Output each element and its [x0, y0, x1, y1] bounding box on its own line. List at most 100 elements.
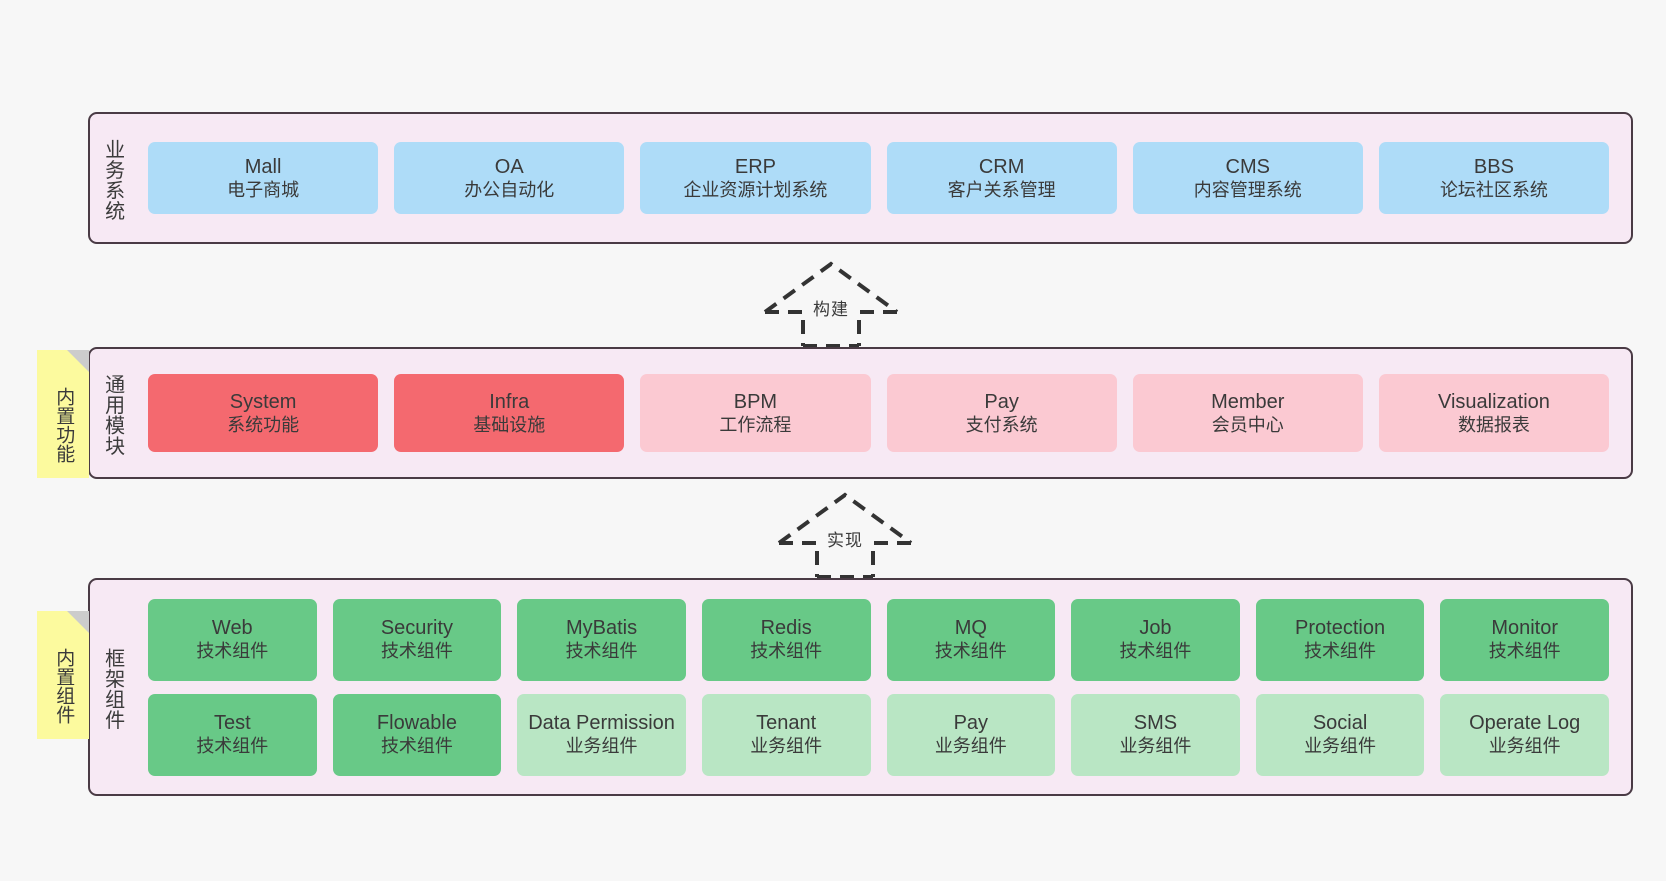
- arrow-build: 构建: [757, 258, 905, 348]
- item-en-label: OA: [494, 155, 524, 178]
- dashed-up-arrow-icon: [763, 261, 899, 348]
- common-item-infra[interactable]: Infra 基础设施: [394, 374, 625, 452]
- item-cn-label: 会员中心: [1211, 414, 1284, 435]
- note-label: 内置组件: [53, 648, 75, 724]
- layer-framework-component: 框架组件 Web 技术组件 Security 技术组件 MyBatis 技术组件…: [88, 578, 1633, 796]
- item-en-label: Flowable: [376, 712, 457, 735]
- item-en-label: BPM: [733, 390, 778, 413]
- arrow-implement-label: 实现: [827, 531, 863, 550]
- item-cn-label: 系统功能: [227, 414, 300, 435]
- item-en-label: Monitor: [1491, 617, 1559, 640]
- framework-item-redis[interactable]: Redis 技术组件: [701, 598, 871, 681]
- item-en-label: Infra: [489, 390, 530, 413]
- business-item-bbs[interactable]: BBS 论坛社区系统: [1378, 142, 1610, 214]
- business-item-oa[interactable]: OA 办公自动化: [394, 142, 625, 214]
- item-cn-label: 技术组件: [1488, 641, 1561, 662]
- note-builtin-component: 内置组件: [37, 611, 89, 739]
- item-cn-label: 客户关系管理: [947, 179, 1056, 200]
- common-item-pay[interactable]: Pay 支付系统: [886, 374, 1117, 452]
- item-cn-label: 业务组件: [934, 736, 1007, 757]
- item-cn-label: 基础设施: [473, 414, 546, 435]
- business-item-mall[interactable]: Mall 电子商城: [148, 142, 379, 214]
- layer-business-title: 业务系统: [101, 139, 124, 221]
- business-item-crm[interactable]: CRM 客户关系管理: [886, 142, 1117, 214]
- item-en-label: SMS: [1133, 712, 1178, 735]
- framework-item-social[interactable]: Social 业务组件: [1255, 693, 1425, 776]
- item-cn-label: 支付系统: [965, 414, 1038, 435]
- item-cn-label: 业务组件: [1119, 736, 1192, 757]
- framework-item-data-permission[interactable]: Data Permission 业务组件: [517, 693, 686, 776]
- item-cn-label: 技术组件: [196, 736, 269, 757]
- item-en-label: Social: [1312, 712, 1368, 735]
- item-cn-label: 技术组件: [196, 641, 269, 662]
- item-en-label: Operate Log: [1469, 712, 1581, 735]
- item-cn-label: 技术组件: [1119, 641, 1192, 662]
- framework-row-business: Test 技术组件 Flowable 技术组件 Data Permission …: [140, 693, 1617, 776]
- item-en-label: ERP: [734, 155, 776, 178]
- layer-business-body: Mall 电子商城 OA 办公自动化 ERP 企业资源计划系统 CRM 客户关系…: [134, 114, 1631, 242]
- item-en-label: Test: [213, 712, 251, 735]
- framework-item-operate-log[interactable]: Operate Log 业务组件: [1440, 693, 1609, 776]
- item-cn-label: 办公自动化: [464, 179, 555, 200]
- common-item-visualization[interactable]: Visualization 数据报表: [1378, 374, 1610, 452]
- framework-item-tenant[interactable]: Tenant 业务组件: [701, 693, 871, 776]
- dashed-up-arrow-icon: [777, 492, 913, 579]
- framework-item-mq[interactable]: MQ 技术组件: [886, 598, 1056, 681]
- item-en-label: Data Permission: [528, 712, 675, 735]
- item-en-label: Protection: [1295, 617, 1386, 640]
- item-cn-label: 技术组件: [1304, 641, 1377, 662]
- item-cn-label: 业务组件: [750, 736, 823, 757]
- note-label: 内置功能: [53, 387, 75, 463]
- item-cn-label: 业务组件: [1304, 736, 1377, 757]
- layer-common-module: 通用模块 System 系统功能 Infra 基础设施 BPM 工作流程 Pay…: [88, 347, 1633, 479]
- item-en-label: Member: [1211, 390, 1285, 413]
- item-en-label: MyBatis: [566, 617, 638, 640]
- common-item-system[interactable]: System 系统功能: [148, 374, 379, 452]
- item-en-label: Mall: [244, 155, 282, 178]
- layer-business-system: 业务系统 Mall 电子商城 OA 办公自动化 ERP 企业资源计划系统 CRM…: [88, 112, 1633, 244]
- framework-item-protection[interactable]: Protection 技术组件: [1255, 598, 1425, 681]
- layer-framework-title: 框架组件: [101, 648, 124, 730]
- item-cn-label: 技术组件: [750, 641, 823, 662]
- item-cn-label: 业务组件: [1488, 736, 1561, 757]
- framework-item-mybatis[interactable]: MyBatis 技术组件: [517, 598, 686, 681]
- note-fold-corner-icon: [67, 350, 89, 372]
- item-en-label: BBS: [1473, 155, 1514, 178]
- framework-item-job[interactable]: Job 技术组件: [1071, 598, 1240, 681]
- business-row: Mall 电子商城 OA 办公自动化 ERP 企业资源计划系统 CRM 客户关系…: [140, 142, 1617, 214]
- item-en-label: Visualization: [1437, 390, 1550, 413]
- item-en-label: Redis: [760, 617, 812, 640]
- item-cn-label: 论坛社区系统: [1439, 179, 1548, 200]
- item-en-label: Tenant: [756, 712, 817, 735]
- layer-common-title: 通用模块: [101, 374, 124, 456]
- layer-framework-body: Web 技术组件 Security 技术组件 MyBatis 技术组件 Redi…: [134, 580, 1631, 794]
- item-cn-label: 技术组件: [380, 641, 453, 662]
- framework-item-security[interactable]: Security 技术组件: [332, 598, 502, 681]
- item-en-label: Web: [211, 617, 253, 640]
- item-cn-label: 企业资源计划系统: [683, 179, 828, 200]
- common-item-member[interactable]: Member 会员中心: [1132, 374, 1363, 452]
- framework-item-pay[interactable]: Pay 业务组件: [886, 693, 1056, 776]
- framework-item-test[interactable]: Test 技术组件: [148, 693, 317, 776]
- business-item-cms[interactable]: CMS 内容管理系统: [1132, 142, 1363, 214]
- item-cn-label: 数据报表: [1457, 414, 1530, 435]
- framework-item-monitor[interactable]: Monitor 技术组件: [1440, 598, 1609, 681]
- item-cn-label: 业务组件: [565, 736, 638, 757]
- note-fold-corner-icon: [67, 611, 89, 633]
- item-en-label: MQ: [954, 617, 987, 640]
- business-item-erp[interactable]: ERP 企业资源计划系统: [640, 142, 871, 214]
- framework-row-tech: Web 技术组件 Security 技术组件 MyBatis 技术组件 Redi…: [140, 598, 1617, 681]
- framework-item-web[interactable]: Web 技术组件: [148, 598, 317, 681]
- framework-item-flowable[interactable]: Flowable 技术组件: [332, 693, 502, 776]
- item-cn-label: 技术组件: [565, 641, 638, 662]
- note-builtin-function: 内置功能: [37, 350, 89, 478]
- item-cn-label: 内容管理系统: [1193, 179, 1302, 200]
- common-row: System 系统功能 Infra 基础设施 BPM 工作流程 Pay 支付系统…: [140, 374, 1617, 452]
- item-cn-label: 技术组件: [934, 641, 1007, 662]
- layer-common-body: System 系统功能 Infra 基础设施 BPM 工作流程 Pay 支付系统…: [134, 349, 1631, 477]
- framework-item-sms[interactable]: SMS 业务组件: [1071, 693, 1240, 776]
- item-en-label: CMS: [1225, 155, 1270, 178]
- item-en-label: Pay: [984, 390, 1019, 413]
- common-item-bpm[interactable]: BPM 工作流程: [640, 374, 871, 452]
